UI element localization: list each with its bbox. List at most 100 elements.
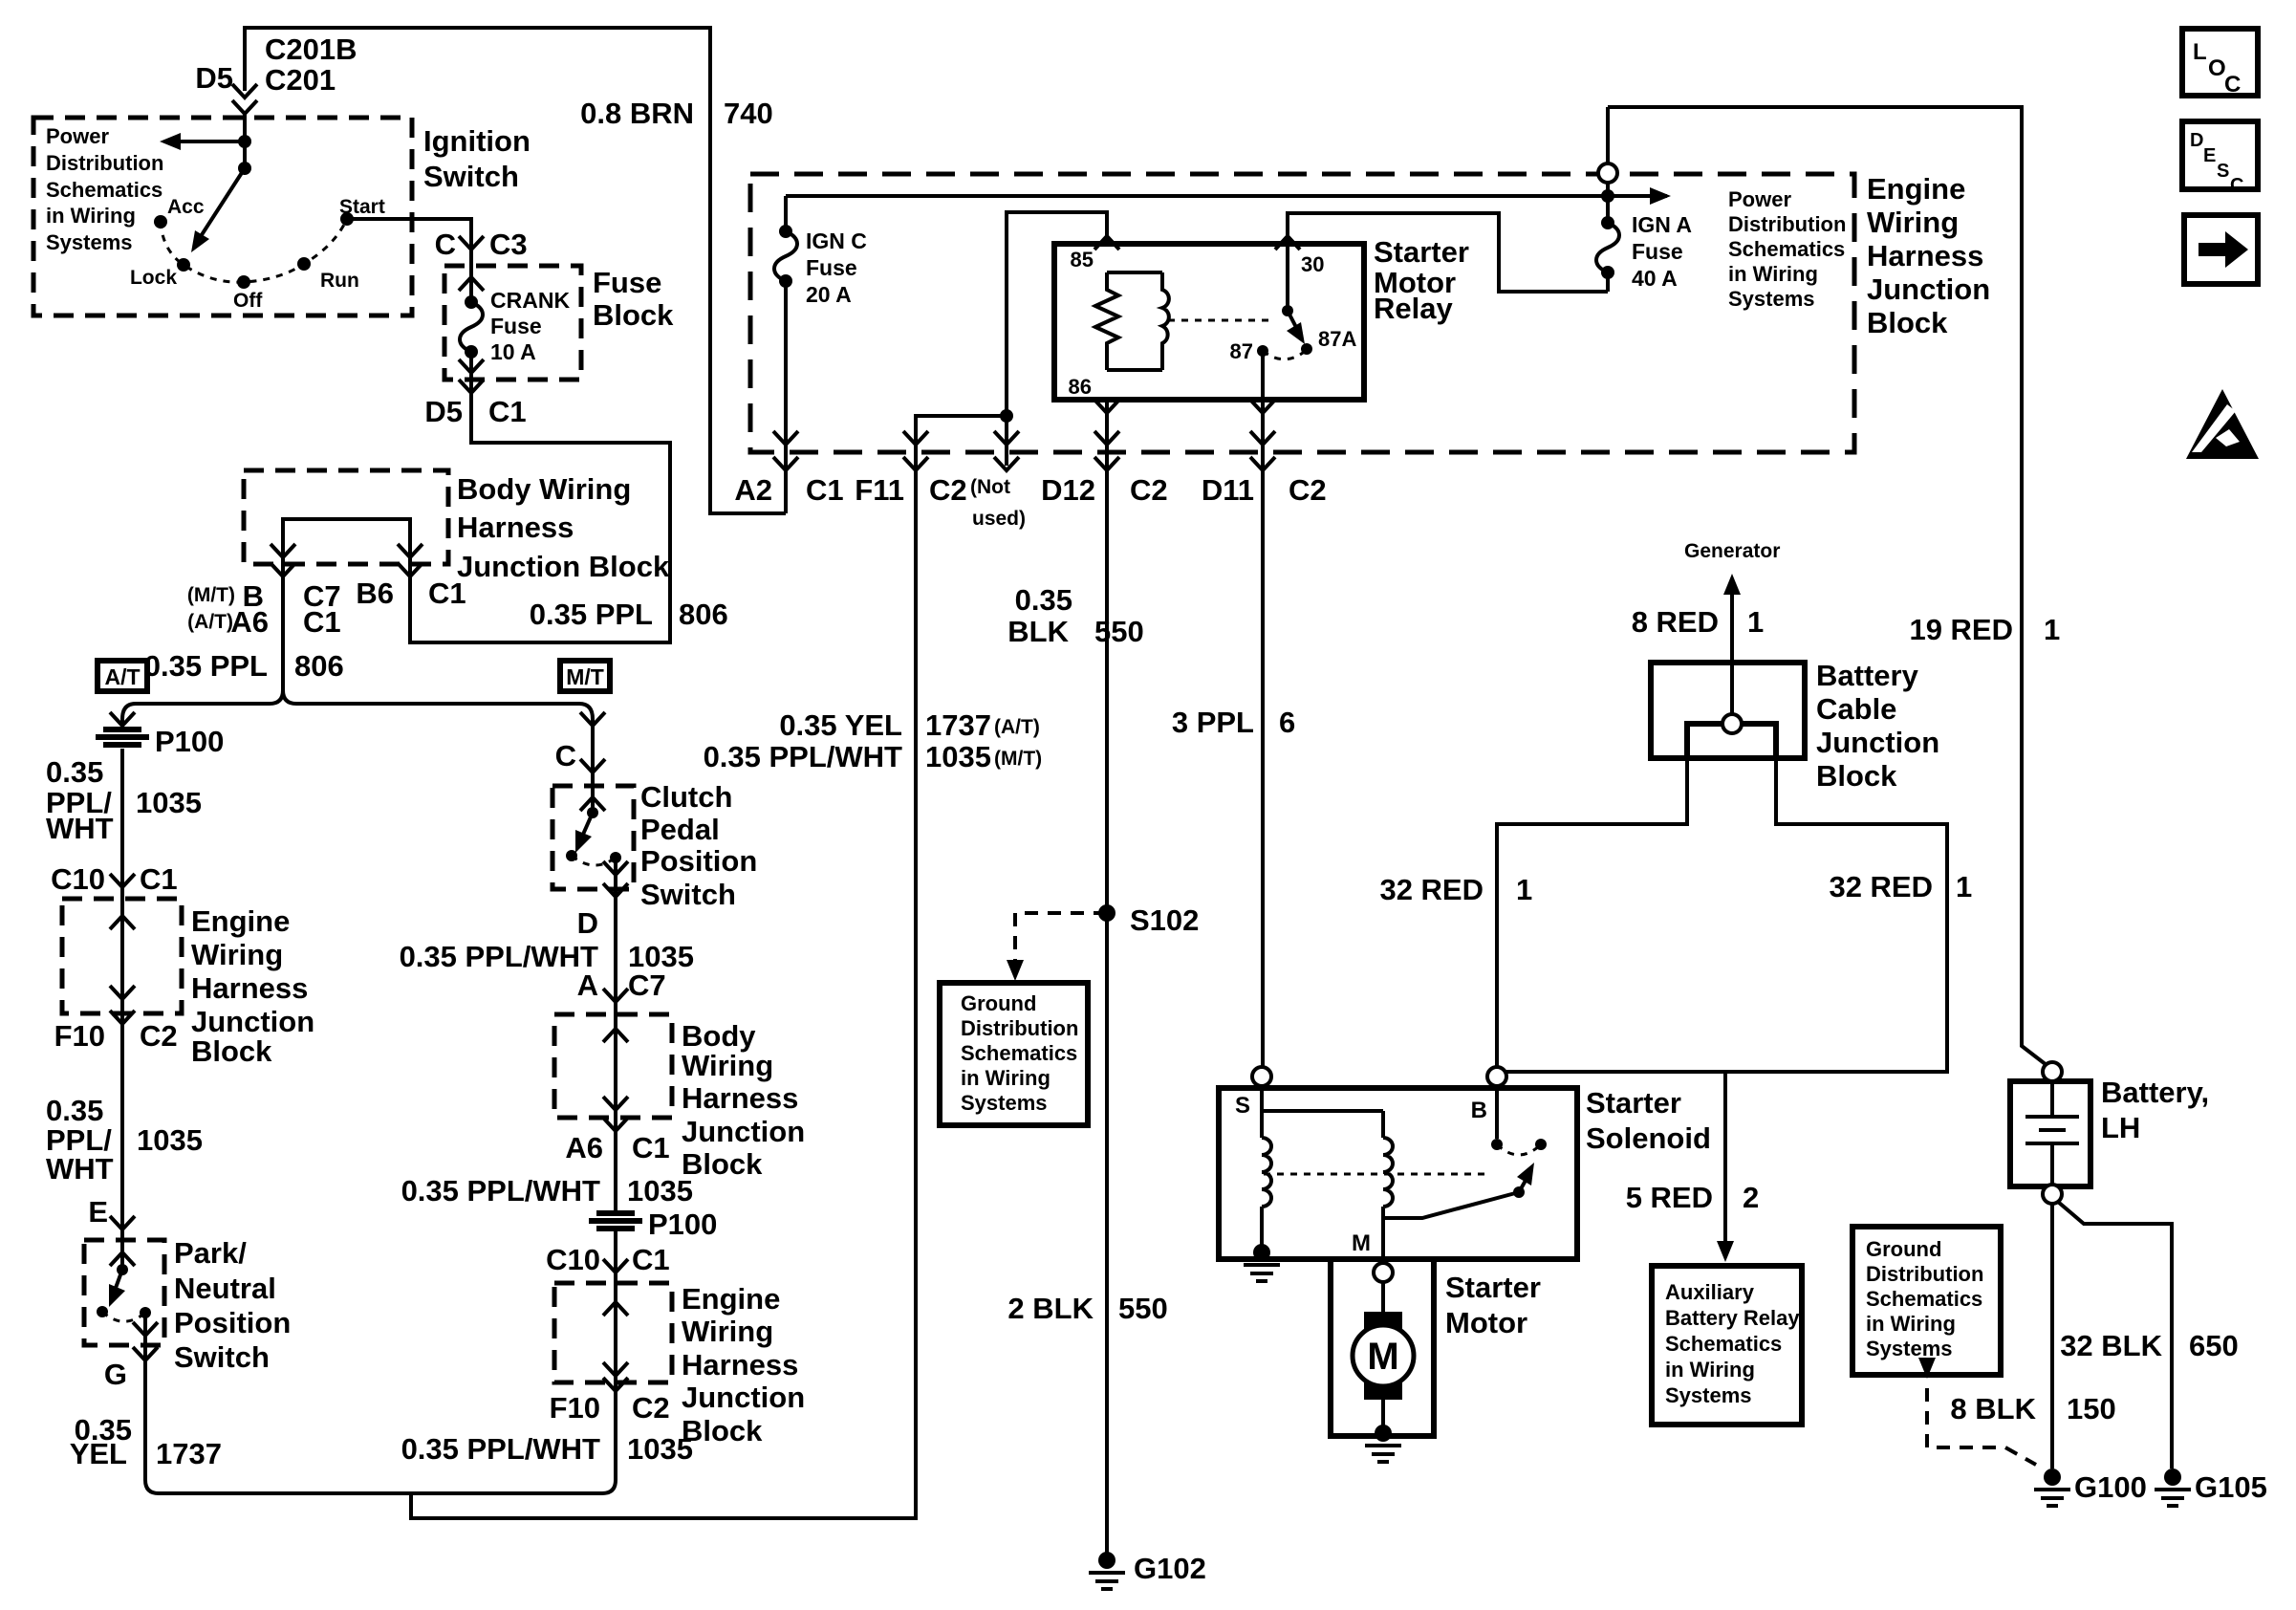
at-w1-3: WHT <box>46 812 114 845</box>
wire-yel-at-qual: (A/T) <box>994 716 1040 738</box>
igna-2: Fuse <box>1632 239 1683 264</box>
relay-title-3: Relay <box>1374 292 1453 325</box>
not-used-1: (Not <box>970 476 1010 498</box>
mt-ewh-5: Block <box>682 1414 763 1447</box>
wire-32blk: 32 BLK <box>2060 1329 2162 1362</box>
pd-note-2: Distribution <box>1728 212 1846 236</box>
desc-icon-s: S <box>2217 161 2229 182</box>
wire-32red-right: 32 RED <box>1829 870 1933 903</box>
bcjb-2: Cable <box>1816 692 1896 726</box>
at-pin-e: E <box>88 1195 108 1229</box>
fuse-block-title-1: Fuse <box>593 266 661 299</box>
dashed-component-boxes <box>31 115 675 1385</box>
wire-8red: 8 RED <box>1632 605 1719 639</box>
pin-c: C <box>435 228 456 261</box>
next-arrow-button[interactable] <box>2184 215 2258 284</box>
pnp-1: Park/ <box>174 1236 247 1270</box>
pin-d11: D11 <box>1202 473 1254 507</box>
wire-32red-right-ckt: 1 <box>1956 870 1972 903</box>
connector-symbols-down <box>108 82 1277 1394</box>
conn-c2-d12: C2 <box>1130 473 1168 507</box>
crank-fuse-1: CRANK <box>490 288 570 313</box>
wires <box>110 26 2191 1591</box>
loc-icon-l: L <box>2193 39 2207 65</box>
wire-5red-ckt: 2 <box>1743 1181 1759 1214</box>
ignc-1: IGN C <box>806 228 867 253</box>
mt-w1-ckt: 1035 <box>628 940 694 973</box>
conn-c2-f11: C2 <box>929 473 967 507</box>
bjb-title-3: Junction Block <box>457 550 670 583</box>
tag-mt: M/T <box>566 664 604 689</box>
gd2-5: Systems <box>1866 1337 1953 1360</box>
terminal-circles <box>1250 162 2064 1389</box>
pos-lock: Lock <box>130 267 177 289</box>
ignc-2: Fuse <box>806 255 857 280</box>
pos-run: Run <box>320 270 359 292</box>
mt-bjb-1: Body <box>682 1019 756 1053</box>
mt-bjb-4: Junction <box>682 1115 805 1148</box>
pd-note-3: Schematics <box>1728 237 1845 261</box>
cpp-4: Switch <box>640 878 736 911</box>
sol-s: S <box>1235 1093 1250 1119</box>
labels: D5 C201B C201 0.8 BRN 740 Ignition Switc… <box>46 33 2267 1585</box>
solid-component-boxes <box>95 26 2261 1439</box>
mt-w3: 0.35 PPL/WHT <box>401 1432 600 1466</box>
gd1-3: Schematics <box>961 1041 1077 1065</box>
wire-2blk: 2 BLK <box>1007 1292 1094 1325</box>
mt-conn-c1: C1 <box>632 1131 670 1164</box>
wire-8blk: 8 BLK <box>1950 1392 2036 1425</box>
desc-button[interactable] <box>2182 121 2258 189</box>
wire-3ppl: 3 PPL <box>1172 706 1254 739</box>
pin-a2: A2 <box>734 473 772 507</box>
tag-at: A/T <box>104 664 140 689</box>
ignc-3: 20 A <box>806 282 852 307</box>
wire-ppl-mt: 0.35 PPL/WHT <box>704 740 902 773</box>
bjb-title-1: Body Wiring <box>457 472 631 506</box>
pin-d5-top: D5 <box>195 61 233 95</box>
gd2-1: Ground <box>1866 1237 1941 1261</box>
wire-8red-ckt: 1 <box>1747 605 1764 639</box>
wire-2blk-ckt: 550 <box>1118 1292 1168 1325</box>
ejb-title-4: Junction <box>1867 272 1990 306</box>
wire-32red-left: 32 RED <box>1379 873 1484 906</box>
wire-32blk-ckt: 650 <box>2189 1329 2239 1362</box>
not-used-2: used) <box>972 508 1026 530</box>
pin-b6: B6 <box>356 577 394 610</box>
at-w3-2: YEL <box>70 1437 127 1470</box>
loc-button[interactable] <box>2182 29 2258 96</box>
wire-blk-1: 0.35 <box>1015 583 1072 617</box>
battery-title-2: LH <box>2101 1111 2140 1144</box>
relay-title-1: Starter <box>1374 235 1469 269</box>
pos-off: Off <box>233 290 263 312</box>
wire-5red: 5 RED <box>1626 1181 1713 1214</box>
mt-ewh-2: Wiring <box>682 1315 773 1348</box>
relay-87: 87 <box>1230 339 1253 363</box>
mt-ewh-3: Harness <box>682 1348 798 1382</box>
at-ewh-4: Junction <box>191 1005 314 1038</box>
at-w2-ckt: 1035 <box>137 1123 203 1157</box>
at-ewh-3: Harness <box>191 971 308 1005</box>
conn-c1-a6: C1 <box>303 605 341 639</box>
conn-c201: C201 <box>265 63 336 97</box>
solenoid-title-2: Solenoid <box>1586 1121 1711 1155</box>
bjb-title-2: Harness <box>457 511 574 544</box>
pos-acc: Acc <box>167 196 205 218</box>
splice-p100-mt: P100 <box>648 1208 717 1241</box>
ign-note-5: Systems <box>46 230 133 254</box>
desc-icon-e: E <box>2203 145 2216 166</box>
at-conn-c2: C2 <box>140 1019 178 1053</box>
at-w3-ckt: 1737 <box>156 1437 222 1470</box>
ground-g100: G100 <box>2074 1470 2147 1504</box>
wire-ppl-left-ckt: 806 <box>294 649 344 683</box>
relay-86: 86 <box>1069 375 1092 399</box>
pd-note-5: Systems <box>1728 287 1815 311</box>
at-w1-1: 0.35 <box>46 755 103 789</box>
motor-circle <box>1350 1322 1417 1389</box>
ign-note-1: Power <box>46 124 109 148</box>
mt-bjb-3: Harness <box>682 1081 798 1115</box>
at-w2-3: WHT <box>46 1152 114 1186</box>
pin-b: B <box>243 579 264 613</box>
